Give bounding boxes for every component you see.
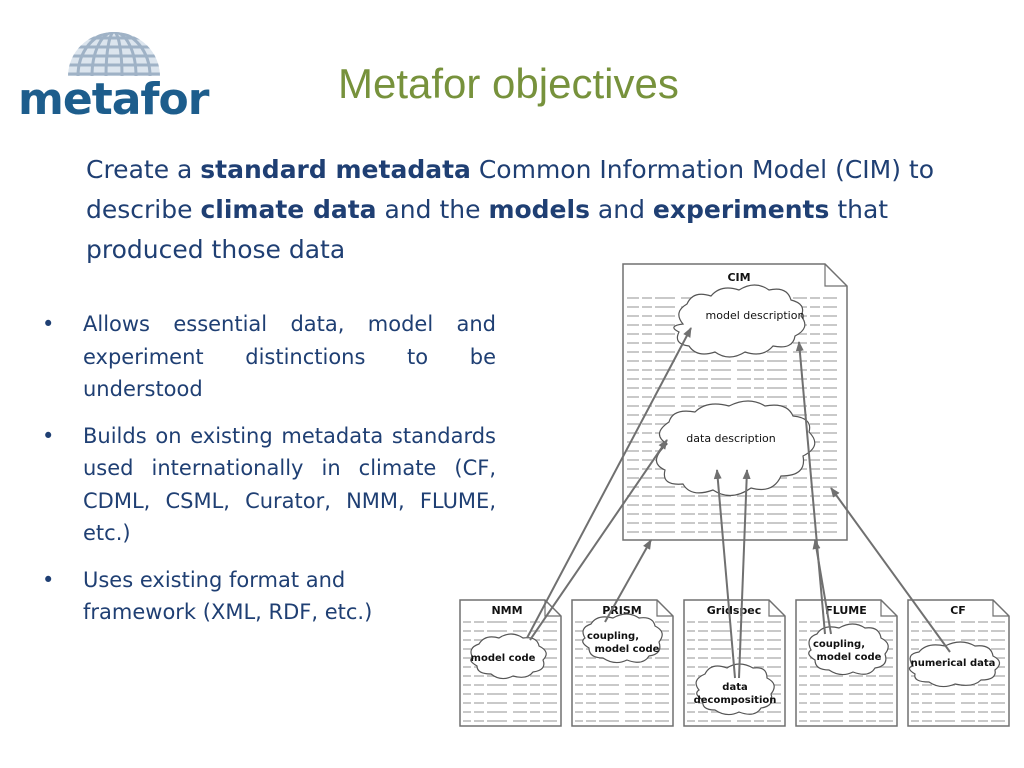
diagram-arrows: [526, 327, 951, 679]
intro-text: Common Information Model (CIM) to descri…: [86, 155, 935, 224]
arrow: [830, 487, 951, 653]
intro-keyword: standard metadata: [200, 155, 471, 184]
arrow: [604, 539, 652, 623]
bullet-text: Allows essential data, model and experim…: [83, 312, 496, 401]
cim-cloud-label: data description: [686, 432, 775, 445]
doc-cloud-label: model code: [817, 652, 882, 663]
doc-cloud-label: coupling,: [813, 639, 865, 650]
doc-title: CF: [950, 604, 966, 617]
arrow: [812, 539, 832, 635]
bullet-glyph: •: [42, 423, 55, 448]
doc-title: Gridspec: [707, 604, 762, 617]
doc-title: PRISM: [602, 604, 642, 617]
data-description-cloud: data description: [655, 400, 816, 497]
slide-title: Metafor objectives: [338, 60, 679, 107]
bullet-glyph: •: [42, 312, 55, 336]
cim-document-title: CIM: [727, 271, 750, 284]
model-description-cloud: model description: [673, 284, 806, 358]
intro-paragraph: Create a standard metadata Common Inform…: [86, 150, 976, 270]
intro-text: and the: [376, 195, 489, 224]
intro-keyword: climate data: [200, 195, 377, 224]
arrow: [529, 439, 668, 641]
bullet-text: Builds on existing metadata standards us…: [83, 423, 496, 546]
prism-document: PRISM coupling, model code: [571, 599, 674, 727]
doc-cloud-label: numerical data: [911, 658, 996, 669]
bullet-item: • Uses existing format and framework (XM…: [40, 564, 496, 629]
nmm-document: NMM model code: [459, 599, 562, 727]
intro-text: Create a: [86, 155, 201, 184]
bullet-text: Uses existing format and framework (XML,…: [83, 567, 373, 625]
cim-cloud-label: model description: [706, 309, 805, 322]
cim-document: CIM model description data description: [622, 263, 848, 541]
doc-cloud-label: data: [722, 682, 747, 693]
doc-cloud-label: decomposition: [694, 695, 777, 706]
doc-cloud-label: model code: [471, 653, 536, 664]
arrow: [795, 341, 826, 635]
doc-cloud-label: model code: [595, 644, 660, 655]
doc-cloud-label: coupling,: [587, 631, 639, 642]
flume-document: FLUME coupling, model code: [795, 599, 898, 727]
cim-architecture-diagram: CIM model description data description N…: [459, 263, 1010, 727]
arrow: [713, 469, 736, 679]
intro-keyword: models: [488, 195, 590, 224]
globe-icon: [66, 32, 162, 80]
intro-keyword: experiments: [652, 195, 830, 224]
bullet-item: • Builds on existing metadata standards …: [40, 420, 496, 550]
intro-text: and: [589, 195, 653, 224]
arrow: [526, 327, 692, 639]
objectives-list: • Allows essential data, model and exper…: [40, 308, 496, 643]
doc-title: NMM: [491, 604, 522, 617]
arrow: [738, 469, 751, 679]
logo-wordmark: metafor: [18, 74, 209, 125]
cf-document: CF numerical data: [907, 599, 1010, 727]
bullet-glyph: •: [42, 567, 55, 592]
metafor-logo: metafor: [18, 30, 209, 125]
bullet-item: • Allows essential data, model and exper…: [40, 308, 496, 406]
doc-title: FLUME: [825, 604, 867, 617]
intro-text: that produced those data: [86, 195, 889, 264]
